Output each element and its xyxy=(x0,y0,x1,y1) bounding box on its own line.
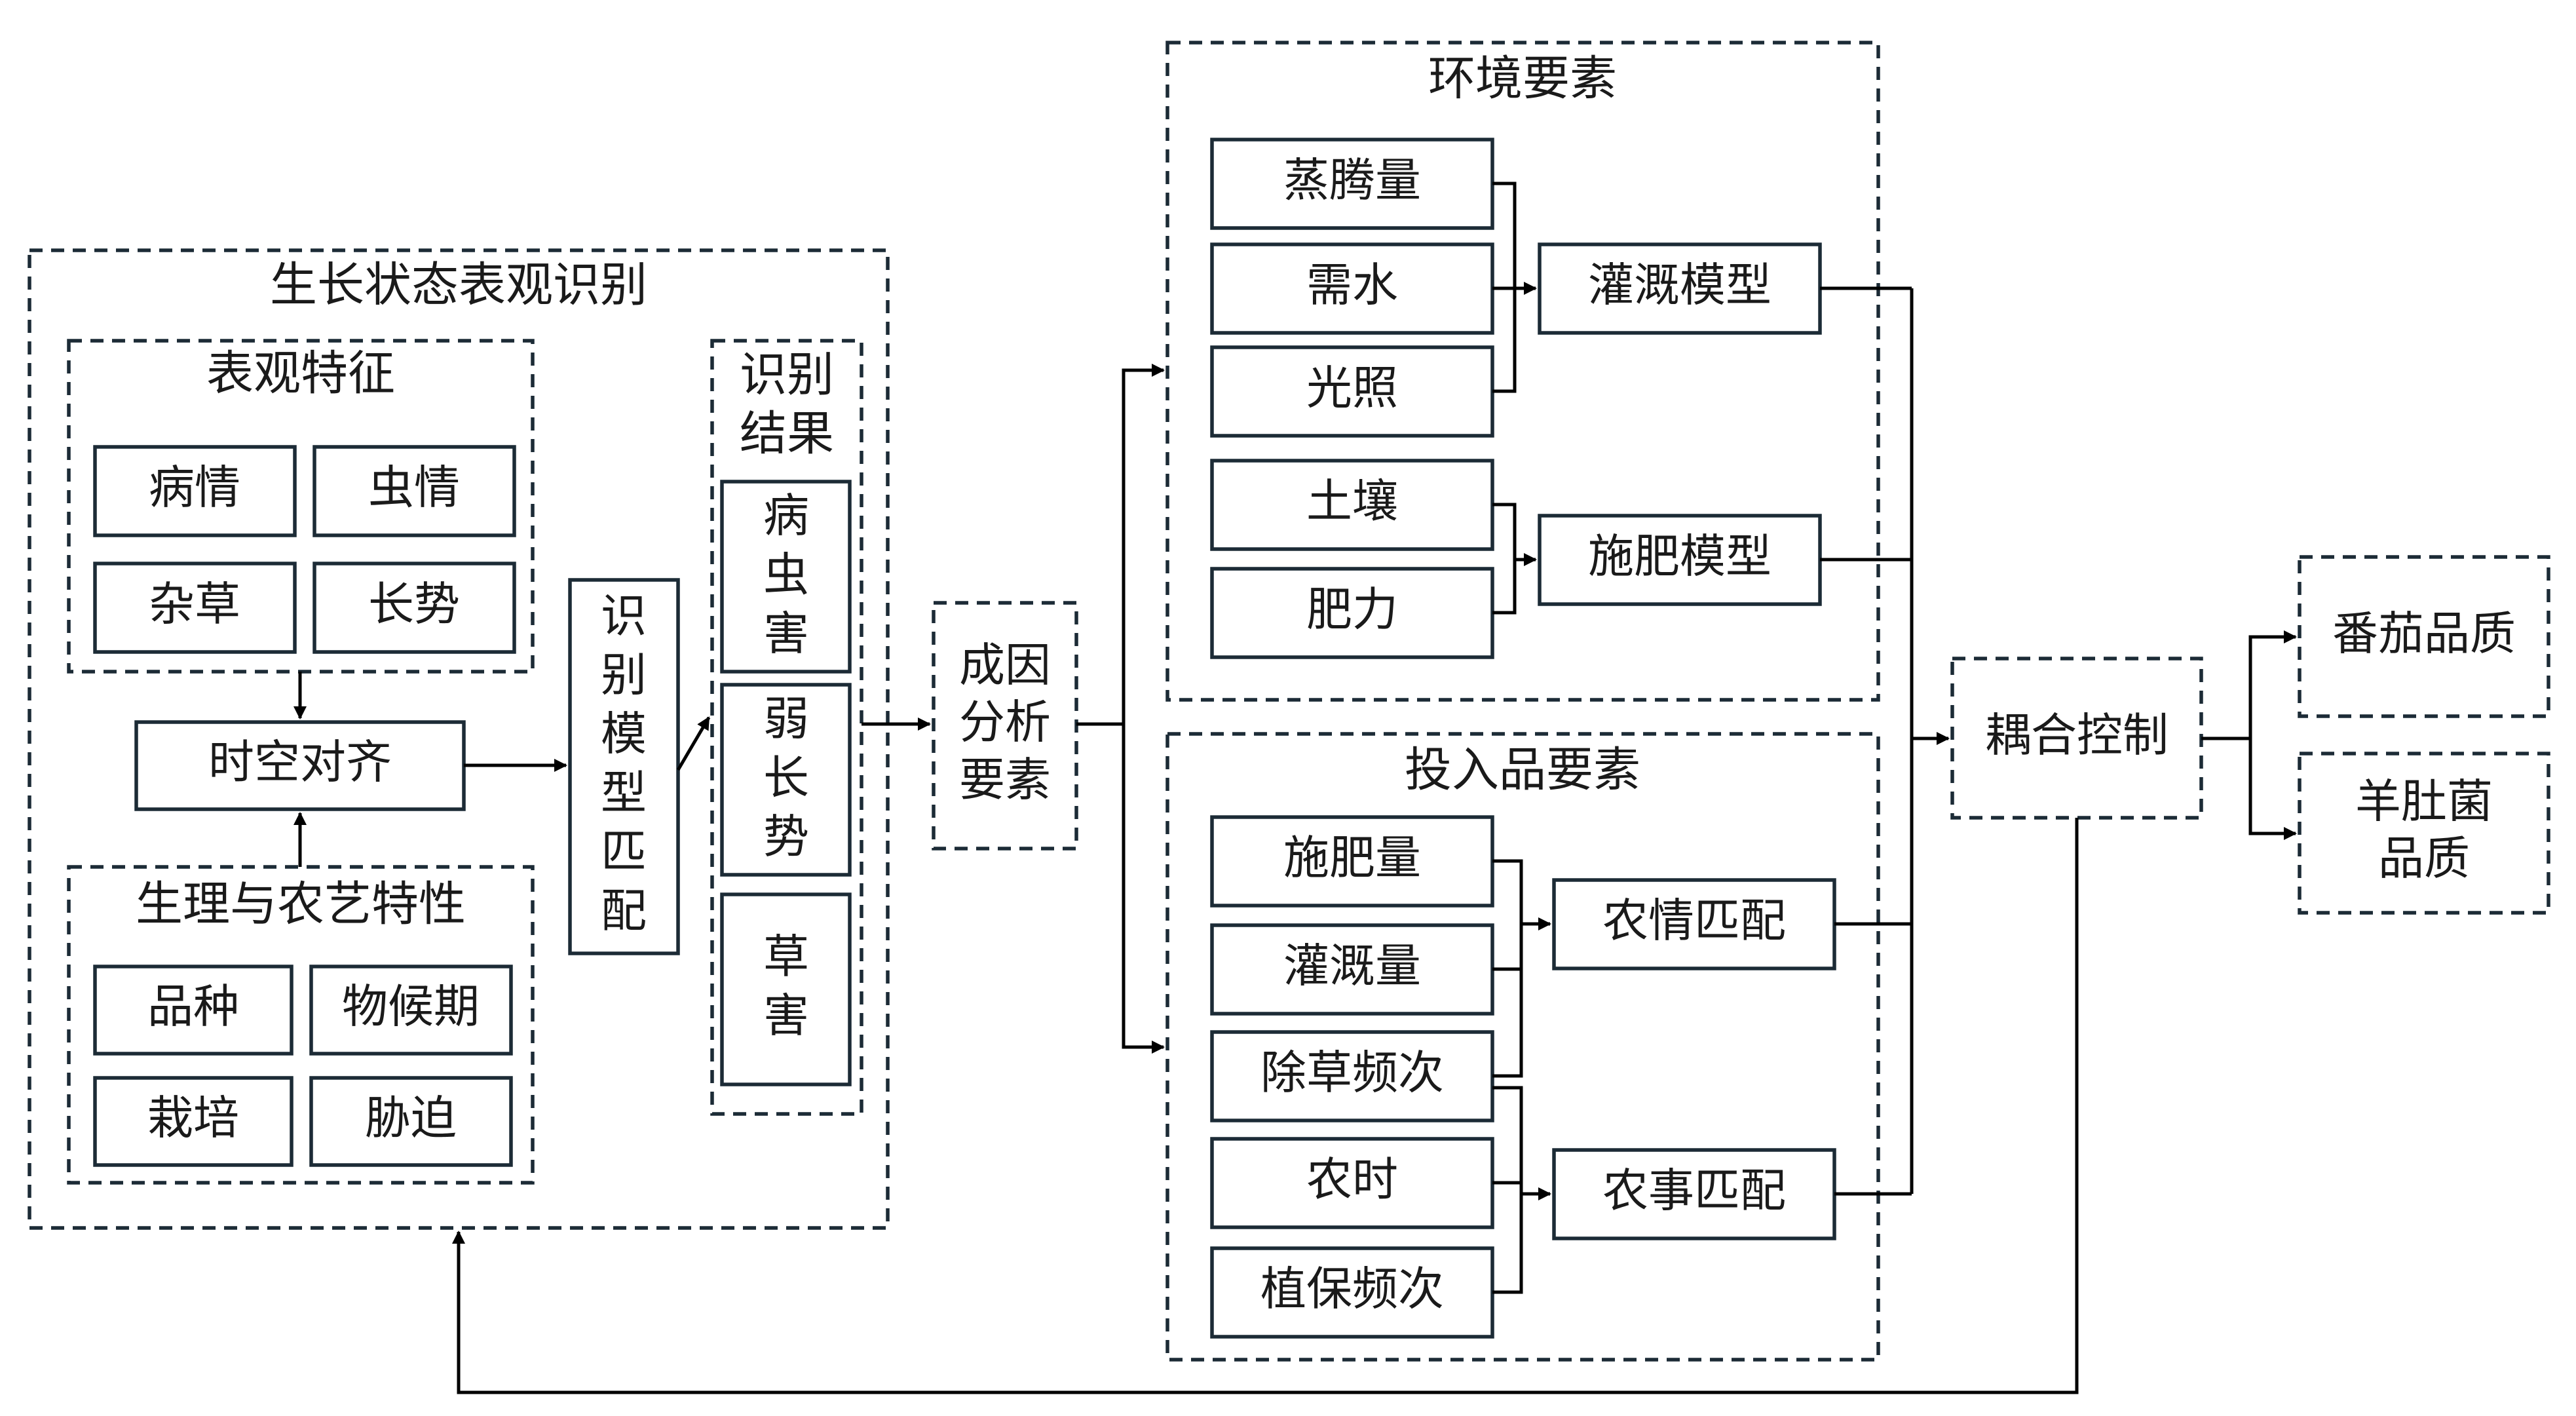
recognition-model-char: 匹 xyxy=(601,825,647,879)
svg-text:农情匹配: 农情匹配 xyxy=(1602,894,1786,947)
feature-box-weed: 杂草 xyxy=(93,562,297,654)
svg-text:弱: 弱 xyxy=(763,692,809,746)
env-box-illumination: 光照 xyxy=(1210,345,1494,438)
arrow-model-to-results xyxy=(676,716,711,771)
svg-text:要素: 要素 xyxy=(959,753,1051,807)
cause-analysis-box: 成因 分析 要素 xyxy=(932,601,1078,851)
svg-text:长势: 长势 xyxy=(368,577,460,631)
coupling-control-box: 耦合控制 xyxy=(1950,657,2203,820)
svg-text:害: 害 xyxy=(763,989,809,1043)
input-box-weeding-frequency: 除草频次 xyxy=(1210,1030,1494,1122)
recognition-result-title-line1: 识别 xyxy=(740,347,834,402)
recognition-model-char: 识 xyxy=(601,589,647,643)
svg-text:分析: 分析 xyxy=(959,695,1051,749)
result-box-weed-damage: 草 害 xyxy=(720,892,852,1086)
recognition-result-group: 识别 结果 xyxy=(710,339,863,1116)
recognition-result-title-line2: 结果 xyxy=(740,406,834,461)
arrow-cause-to-env xyxy=(1122,364,1165,724)
result-box-weak-growth: 弱 长 势 xyxy=(720,683,852,877)
recognition-model-box: 识 别 模 型 匹 配 xyxy=(568,578,680,955)
svg-text:病情: 病情 xyxy=(149,461,240,514)
env-box-water-demand: 需水 xyxy=(1210,242,1494,335)
svg-text:番茄品质: 番茄品质 xyxy=(2332,607,2516,660)
input-factors-title: 投入品要素 xyxy=(1405,742,1640,797)
svg-text:虫情: 虫情 xyxy=(368,461,460,514)
recognition-model-char: 配 xyxy=(601,884,647,938)
svg-text:病: 病 xyxy=(763,489,809,543)
svg-text:土壤: 土壤 xyxy=(1306,474,1398,528)
fertilization-model-box: 施肥模型 xyxy=(1538,514,1822,606)
svg-text:栽培: 栽培 xyxy=(147,1091,239,1145)
input-box-fertilizer-amount: 施肥量 xyxy=(1210,815,1494,908)
svg-text:长: 长 xyxy=(763,751,809,805)
farm-operation-matching-box: 农事匹配 xyxy=(1552,1148,1836,1240)
physiology-title: 生理与农艺特性 xyxy=(136,877,466,932)
svg-text:耦合控制: 耦合控制 xyxy=(1985,708,2169,762)
arrow-to-morel xyxy=(2248,738,2297,840)
connectors xyxy=(294,182,2297,1394)
svg-text:势: 势 xyxy=(763,810,809,864)
svg-text:害: 害 xyxy=(763,607,809,660)
irrigation-model-box: 灌溉模型 xyxy=(1538,242,1822,335)
environment-group: 环境要素 xyxy=(1165,41,1880,702)
recognition-model-char: 型 xyxy=(601,766,647,820)
environment-title: 环境要素 xyxy=(1428,51,1617,106)
svg-text:肥力: 肥力 xyxy=(1306,583,1398,636)
arrow-to-tomato xyxy=(2248,630,2297,738)
svg-text:除草频次: 除草频次 xyxy=(1260,1046,1444,1100)
recognition-model-char: 别 xyxy=(601,648,647,702)
arrow-cause-to-input xyxy=(1122,724,1165,1054)
svg-text:胁迫: 胁迫 xyxy=(365,1091,457,1145)
physio-box-stress: 胁迫 xyxy=(309,1076,513,1167)
growth-state-group: 生长状态表观识别 xyxy=(28,248,890,1230)
svg-text:品种: 品种 xyxy=(147,980,239,1033)
svg-text:虫: 虫 xyxy=(763,548,809,602)
input-box-farming-time: 农时 xyxy=(1210,1137,1494,1229)
svg-text:杂草: 杂草 xyxy=(149,577,240,631)
recognition-model-char: 模 xyxy=(601,707,647,761)
appearance-features-title: 表观特征 xyxy=(206,346,395,401)
physio-box-variety: 品种 xyxy=(93,965,294,1056)
physiology-group: 生理与农艺特性 xyxy=(67,865,535,1185)
physio-box-cultivation: 栽培 xyxy=(93,1076,294,1167)
feedback-arrow xyxy=(452,818,2079,1394)
crop-condition-matching-box: 农情匹配 xyxy=(1552,878,1836,970)
svg-text:羊肚菌: 羊肚菌 xyxy=(2355,775,2493,828)
input-factors-group: 投入品要素 xyxy=(1165,732,1880,1362)
svg-text:物候期: 物候期 xyxy=(342,980,480,1033)
svg-text:草: 草 xyxy=(763,930,809,984)
input-box-irrigation-amount: 灌溉量 xyxy=(1210,923,1494,1016)
svg-text:成因: 成因 xyxy=(959,638,1051,692)
svg-text:施肥模型: 施肥模型 xyxy=(1588,529,1771,583)
morel-quality-box: 羊肚菌 品质 xyxy=(2298,752,2550,915)
svg-text:需水: 需水 xyxy=(1306,258,1398,312)
svg-text:光照: 光照 xyxy=(1306,361,1398,415)
env-box-soil: 土壤 xyxy=(1210,459,1494,551)
svg-text:灌溉模型: 灌溉模型 xyxy=(1588,258,1771,312)
env-box-transpiration: 蒸腾量 xyxy=(1210,138,1494,230)
svg-text:农事匹配: 农事匹配 xyxy=(1602,1164,1786,1217)
svg-text:时空对齐: 时空对齐 xyxy=(208,735,392,789)
svg-text:蒸腾量: 蒸腾量 xyxy=(1283,153,1421,207)
feature-box-vigor: 长势 xyxy=(313,562,516,654)
env-box-fertility: 肥力 xyxy=(1210,567,1494,659)
svg-text:施肥量: 施肥量 xyxy=(1283,831,1421,885)
physio-box-phenology: 物候期 xyxy=(309,965,513,1056)
svg-text:灌溉量: 灌溉量 xyxy=(1283,939,1421,993)
svg-text:植保频次: 植保频次 xyxy=(1260,1262,1444,1316)
tomato-quality-box: 番茄品质 xyxy=(2298,555,2550,718)
svg-text:农时: 农时 xyxy=(1306,1153,1398,1206)
feature-box-disease: 病情 xyxy=(93,445,297,537)
result-box-pest-disease: 病 虫 害 xyxy=(720,480,852,674)
alignment-box: 时空对齐 xyxy=(134,720,466,811)
svg-text:品质: 品质 xyxy=(2378,832,2470,885)
feature-box-pest: 虫情 xyxy=(313,445,516,537)
growth-state-title: 生长状态表观识别 xyxy=(270,258,647,313)
input-box-protection-frequency: 植保频次 xyxy=(1210,1246,1494,1339)
